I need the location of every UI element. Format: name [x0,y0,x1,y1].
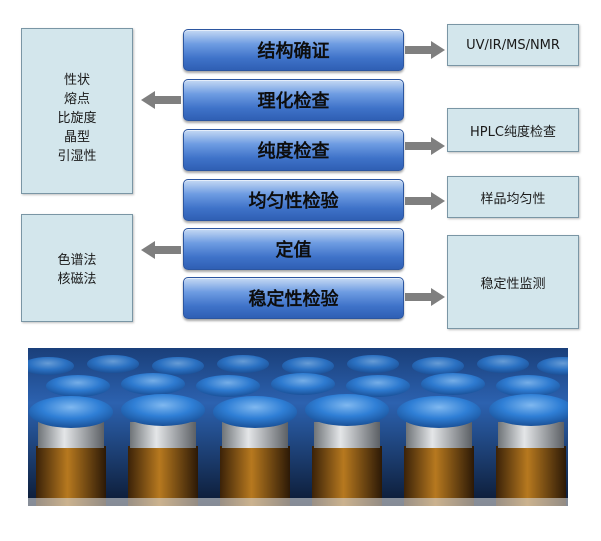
left-box-physicochemical-items: 性状 熔点 比旋度 晶型 引湿性 [21,28,133,194]
stage-structure-confirmation: 结构确证 [183,29,404,71]
stage-purity-check: 纯度检查 [183,129,404,171]
left-item: 性状 [63,73,90,88]
arrow-right-icon [405,192,445,210]
stage-homogeneity-test: 均匀性检验 [183,179,404,221]
stage-stability-test: 稳定性检验 [183,277,404,319]
right-box-stability-monitoring: 稳定性监测 [447,235,579,329]
right-box-hplc-purity: HPLC纯度检查 [447,108,579,152]
arrow-right-icon [405,41,445,59]
right-box-spectroscopy: UV/IR/MS/NMR [447,24,579,66]
arrow-right-icon [405,137,445,155]
arrow-left-icon [141,241,181,259]
arrow-right-icon [405,288,445,306]
stage-physicochemical-check: 理化检查 [183,79,404,121]
vials-photo [28,348,568,506]
right-box-sample-homogeneity: 样品均匀性 [447,176,579,218]
left-item: 比旋度 [57,111,97,126]
left-item: 晶型 [63,130,90,145]
left-item: 核磁法 [57,272,97,287]
left-item: 熔点 [63,92,90,107]
stage-value-assignment: 定值 [183,228,404,270]
left-box-methods: 色谱法 核磁法 [21,214,133,322]
left-item: 引湿性 [57,149,97,164]
left-item: 色谱法 [57,253,97,268]
arrow-left-icon [141,91,181,109]
